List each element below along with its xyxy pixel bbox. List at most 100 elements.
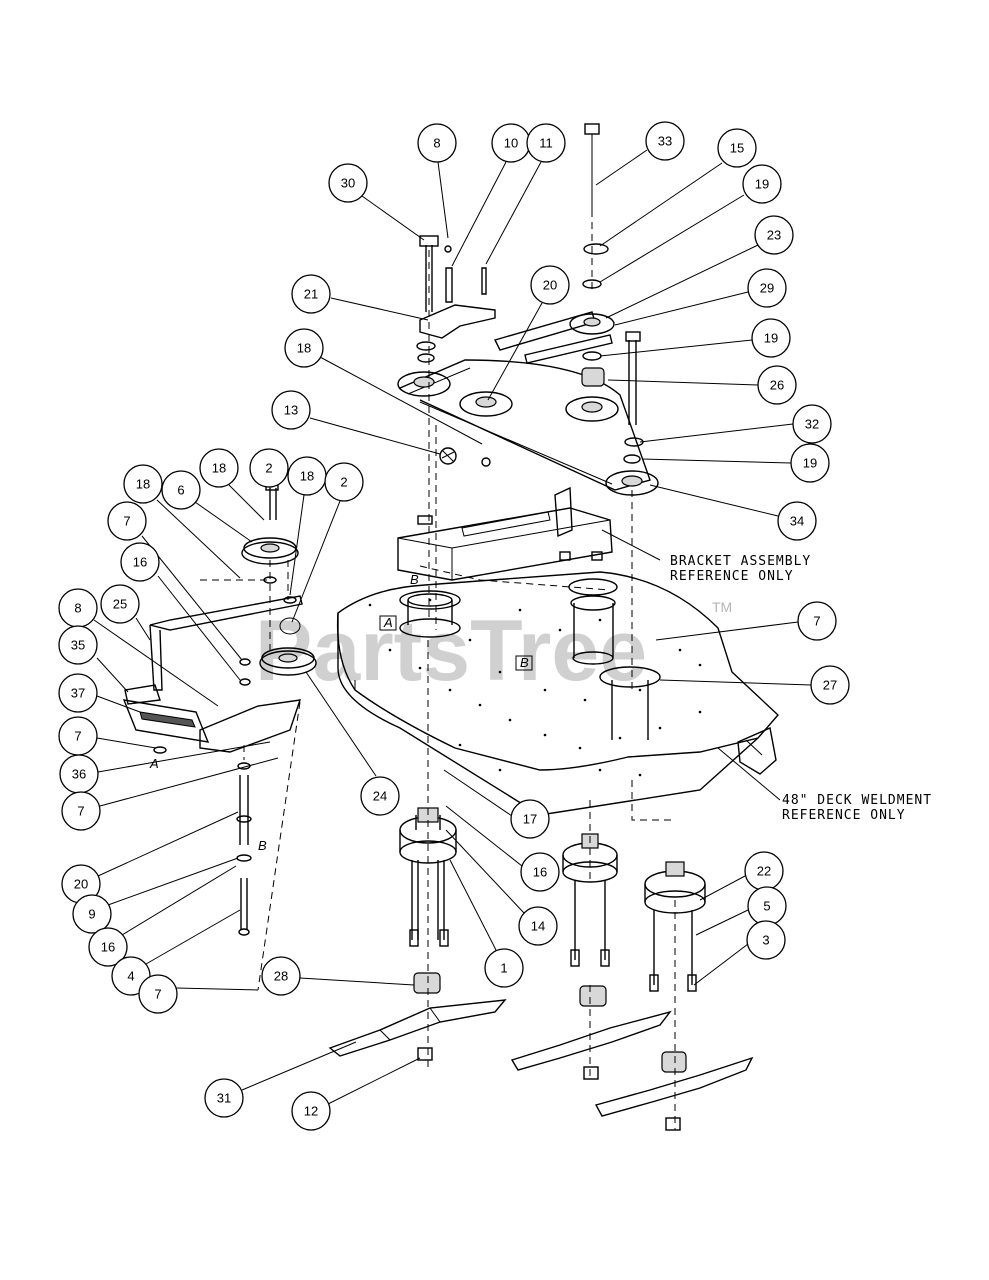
callout-33[interactable]: 33 bbox=[645, 121, 685, 161]
callout-25[interactable]: 25 bbox=[100, 584, 140, 624]
callout-13[interactable]: 13 bbox=[271, 390, 311, 430]
callout-21[interactable]: 21 bbox=[291, 274, 331, 314]
callout-18-mid[interactable]: 18 bbox=[287, 456, 327, 496]
callout-35[interactable]: 35 bbox=[58, 625, 98, 665]
callout-number: 11 bbox=[539, 136, 553, 151]
bracket-assembly bbox=[397, 486, 613, 581]
callout-number: 37 bbox=[71, 686, 85, 701]
callout-12[interactable]: 12 bbox=[291, 1091, 331, 1131]
ref-letter-a-bracket: A bbox=[149, 756, 159, 771]
callout-27[interactable]: 27 bbox=[810, 665, 850, 705]
callout-number: 2 bbox=[340, 475, 347, 490]
reference-letters: A B A B B bbox=[149, 572, 533, 853]
callout-7-lower[interactable]: 7 bbox=[61, 791, 101, 831]
callout-20[interactable]: 20 bbox=[61, 864, 101, 904]
callout-number: 35 bbox=[71, 638, 85, 653]
callout-22[interactable]: 22 bbox=[744, 851, 784, 891]
callout-number: 30 bbox=[341, 176, 355, 191]
callout-36[interactable]: 36 bbox=[59, 754, 99, 794]
callout-7-upper[interactable]: 7 bbox=[107, 501, 147, 541]
callout-19-mid[interactable]: 19 bbox=[751, 318, 791, 358]
callout-3[interactable]: 3 bbox=[746, 920, 786, 960]
callout-number: 31 bbox=[217, 1091, 231, 1106]
callout-number: 12 bbox=[304, 1104, 318, 1119]
callout-26[interactable]: 26 bbox=[757, 365, 797, 405]
callout-number: 16 bbox=[133, 555, 147, 570]
callout-9[interactable]: 9 bbox=[72, 894, 112, 934]
idler-bracket-hardware bbox=[416, 235, 496, 467]
callout-16-spindle[interactable]: 16 bbox=[520, 852, 560, 892]
note-bracket-line2: REFERENCE ONLY bbox=[670, 569, 794, 584]
callout-number: 18 bbox=[297, 341, 311, 356]
callout-16-lower[interactable]: 16 bbox=[88, 927, 128, 967]
callout-7-mid[interactable]: 7 bbox=[58, 716, 98, 756]
callout-31[interactable]: 31 bbox=[204, 1078, 244, 1118]
callout-number: 22 bbox=[757, 864, 771, 879]
callout-29[interactable]: 29 bbox=[747, 268, 787, 308]
callout-8[interactable]: 8 bbox=[417, 123, 457, 163]
center-spindle-tube bbox=[568, 578, 618, 665]
callout-8-left[interactable]: 8 bbox=[58, 588, 98, 628]
callout-number: 36 bbox=[72, 767, 86, 782]
callout-15[interactable]: 15 bbox=[717, 128, 757, 168]
callout-24[interactable]: 24 bbox=[360, 776, 400, 816]
note-bracket: BRACKET ASSEMBLY REFERENCE ONLY bbox=[601, 529, 810, 584]
callout-32[interactable]: 32 bbox=[792, 404, 832, 444]
callout-number: 20 bbox=[74, 877, 88, 892]
ref-letter-b-bracket: B bbox=[410, 572, 419, 587]
callout-number: 29 bbox=[760, 281, 774, 296]
callout-number: 13 bbox=[284, 403, 298, 418]
left-spindle-tube bbox=[407, 593, 453, 625]
callout-number: 14 bbox=[531, 919, 545, 934]
callout-number: 8 bbox=[433, 136, 440, 151]
callout-number: 8 bbox=[74, 601, 81, 616]
callout-10[interactable]: 10 bbox=[491, 123, 531, 163]
callout-number: 25 bbox=[113, 597, 127, 612]
callout-6[interactable]: 6 bbox=[161, 470, 201, 510]
part-callouts: 8 10 11 33 15 30 19 23 21 29 20 19 18 26… bbox=[58, 121, 850, 1131]
callout-number: 18 bbox=[136, 477, 150, 492]
watermark-text: PartsTree bbox=[255, 603, 647, 699]
callout-7-right[interactable]: 7 bbox=[797, 601, 837, 641]
callout-11[interactable]: 11 bbox=[526, 123, 566, 163]
callout-number: 4 bbox=[127, 969, 134, 984]
callout-number: 5 bbox=[763, 899, 770, 914]
callout-number: 19 bbox=[764, 331, 778, 346]
callout-number: 7 bbox=[123, 514, 130, 529]
callout-number: 34 bbox=[790, 514, 804, 529]
callout-number: 26 bbox=[770, 378, 784, 393]
callout-28[interactable]: 28 bbox=[261, 956, 301, 996]
callout-number: 9 bbox=[88, 907, 95, 922]
callout-23[interactable]: 23 bbox=[754, 215, 794, 255]
callout-number: 20 bbox=[543, 278, 557, 293]
callout-14[interactable]: 14 bbox=[518, 906, 558, 946]
callout-19-top[interactable]: 19 bbox=[742, 164, 782, 204]
callout-number: 7 bbox=[77, 804, 84, 819]
callout-5[interactable]: 5 bbox=[747, 886, 787, 926]
callout-20-belt[interactable]: 20 bbox=[530, 265, 570, 305]
callout-number: 19 bbox=[755, 177, 769, 192]
callout-30[interactable]: 30 bbox=[328, 163, 368, 203]
callout-number: 28 bbox=[274, 969, 288, 984]
callout-16-upper[interactable]: 16 bbox=[120, 542, 160, 582]
callout-number: 6 bbox=[177, 483, 184, 498]
ref-letter-b-pin: B bbox=[258, 838, 267, 853]
callout-18-top[interactable]: 18 bbox=[284, 328, 324, 368]
callout-18-far[interactable]: 18 bbox=[123, 464, 163, 504]
callout-number: 17 bbox=[523, 812, 537, 827]
callout-18-left[interactable]: 18 bbox=[199, 448, 239, 488]
callout-number: 18 bbox=[300, 469, 314, 484]
left-spindle bbox=[399, 807, 457, 947]
note-deck-line1: 48" DECK WELDMENT bbox=[782, 793, 932, 808]
callout-7-bottom[interactable]: 7 bbox=[138, 974, 178, 1014]
callout-1[interactable]: 1 bbox=[484, 948, 524, 988]
callout-34[interactable]: 34 bbox=[777, 501, 817, 541]
callout-number: 16 bbox=[533, 865, 547, 880]
callout-17[interactable]: 17 bbox=[510, 799, 550, 839]
callout-number: 21 bbox=[304, 287, 318, 302]
callout-37[interactable]: 37 bbox=[58, 673, 98, 713]
callout-2-left[interactable]: 2 bbox=[249, 448, 289, 488]
callout-19-low[interactable]: 19 bbox=[790, 443, 830, 483]
callout-number: 33 bbox=[658, 134, 672, 149]
callout-2-right[interactable]: 2 bbox=[324, 462, 364, 502]
